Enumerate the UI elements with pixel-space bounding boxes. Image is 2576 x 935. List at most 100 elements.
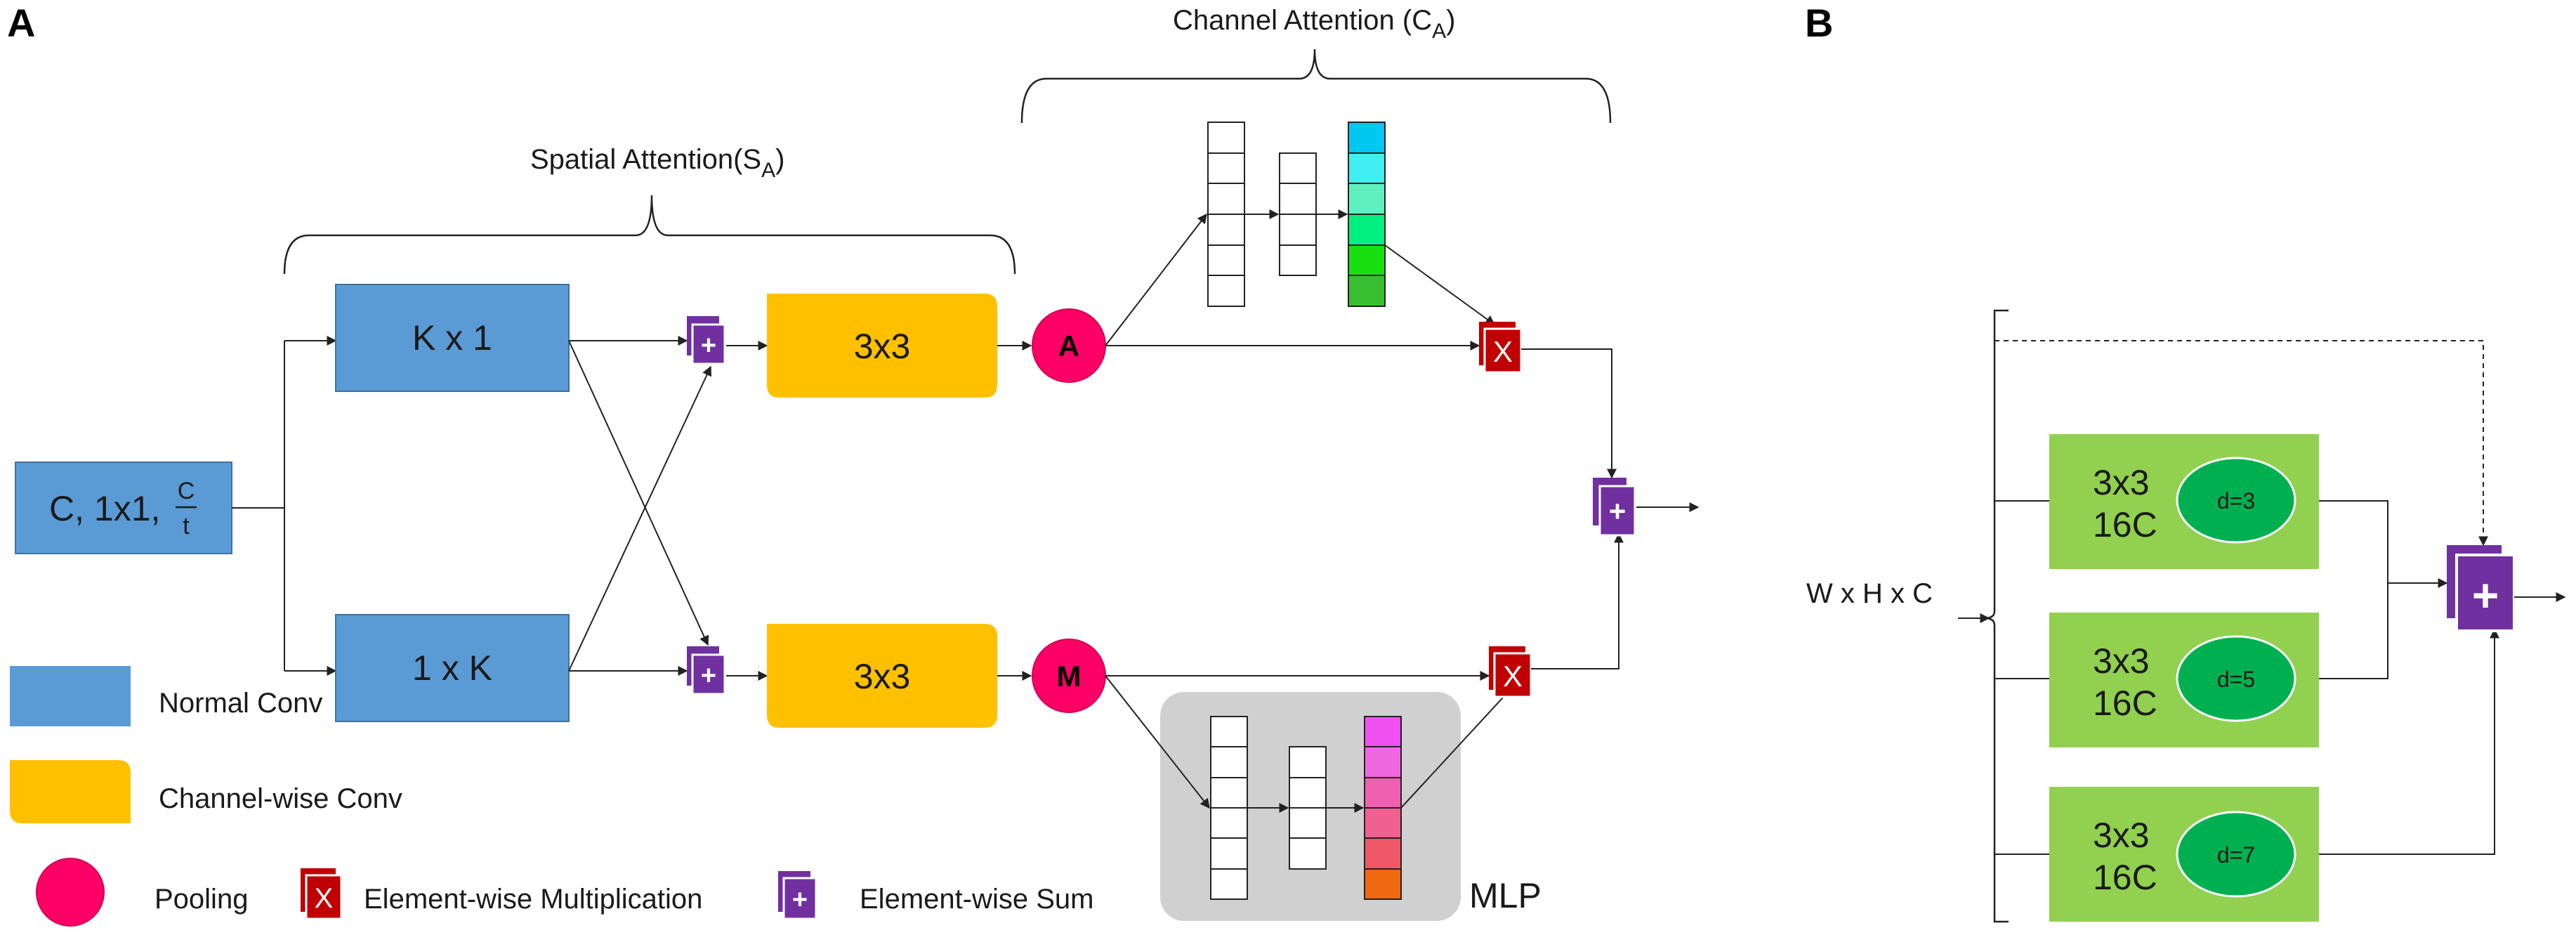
bottom-mlp-hidden-layer — [1289, 746, 1327, 870]
top-mlp-output-cell — [1348, 214, 1386, 246]
b-block-3-dilation-badge — [2176, 811, 2296, 898]
channel-attention-brace — [1020, 48, 1612, 124]
top-mlp-output-cell — [1348, 275, 1386, 307]
top-mlp-output-cell — [1348, 152, 1386, 184]
top-mlp — [1207, 122, 1386, 307]
conv-k1-label: K x 1 — [412, 318, 492, 358]
mlp-label: MLP — [1469, 876, 1542, 915]
bottom-mlp-output-cell — [1364, 746, 1402, 778]
sum-icon-final-symbol: + — [1609, 495, 1627, 528]
multiply-icon-top-symbol: X — [1493, 335, 1513, 368]
spatial-attention-title-sub: A — [761, 159, 775, 182]
sum-icon-bottom-symbol: + — [701, 661, 716, 691]
bottom-mlp — [1210, 716, 1402, 900]
b-block-2-dilation-badge — [2176, 635, 2296, 722]
b-input-label: W x H x C — [1806, 578, 1933, 609]
max-pooling-label: M — [1057, 660, 1082, 693]
channel-attention-title-main: Channel Attention (C — [1173, 5, 1432, 36]
b-wire-block3-to-sum — [2319, 628, 2499, 855]
multiply-icon-bottom-symbol: X — [1503, 660, 1523, 693]
max-pooling-circle: M — [1032, 639, 1106, 713]
top-mlp-hidden-layer — [1279, 152, 1317, 276]
b-block-2-dilation: d=5 — [2217, 667, 2255, 692]
b-sum-icon-symbol: + — [2472, 569, 2499, 621]
wire-max-to-mlp — [1105, 675, 1210, 809]
b-dilated-block-1: 3x3 16C d=3 — [2049, 434, 2319, 569]
bottom-mlp-output-cell — [1364, 716, 1402, 747]
bottom-mlp-output-cell — [1364, 868, 1402, 900]
wire-k1-cross — [568, 340, 709, 646]
legend-multiplication-symbol: X — [315, 883, 334, 914]
bottom-mlp-output-layer — [1364, 716, 1402, 900]
b-block-1-dilation: d=3 — [2217, 488, 2255, 514]
wire-mult-top-to-sum — [1521, 348, 1617, 479]
legend-sum-symbol: + — [792, 885, 808, 915]
bottom-mlp-input-layer — [1210, 716, 1248, 900]
legend-normal-conv-label: Normal Conv — [159, 688, 322, 719]
conv-k1-box: K x 1 — [335, 284, 570, 392]
conv-1k-label: 1 x K — [412, 648, 492, 688]
b-block-2-line1: 3x3 — [2093, 641, 2150, 681]
sum-icon-top-symbol: + — [701, 331, 716, 360]
top-mlp-output-cell — [1348, 122, 1386, 154]
channel-attention-title-close: ) — [1446, 5, 1455, 36]
input-conv-frac-num: C — [178, 478, 195, 504]
legend-sum-swatch: + — [778, 871, 817, 920]
sum-icon-final: + — [1593, 478, 1636, 537]
conv-1k-box: 1 x K — [335, 614, 570, 722]
panel-label-b: B — [1805, 1, 1833, 45]
b-wire-skip — [1995, 340, 2488, 547]
spatial-attention-brace — [283, 195, 1016, 275]
b-split-brace — [1984, 309, 2009, 923]
avg-pooling-circle: A — [1032, 308, 1106, 383]
bottom-mlp-output-cell — [1364, 837, 1402, 870]
wire-mlp-to-mult-top — [1384, 244, 1496, 325]
b-block-3-dilation: d=7 — [2217, 842, 2255, 868]
spatial-attention-title: Spatial Attention(SA) — [530, 144, 784, 182]
cw-conv-top-label: 3x3 — [854, 327, 911, 366]
legend-channel-wise-conv-swatch — [10, 760, 131, 823]
legend-multiplication-swatch: X — [301, 868, 343, 920]
legend-normal-conv-swatch — [10, 666, 131, 726]
multiply-icon-top: X — [1479, 322, 1523, 374]
b-block-1-dilation-badge — [2176, 457, 2296, 544]
wire-mult-bottom-to-sum — [1531, 532, 1624, 669]
wire-input-split — [232, 341, 285, 671]
legend-pooling-swatch — [36, 858, 105, 927]
b-sum-icon: + — [2447, 545, 2516, 632]
wire-avg-to-mlp — [1105, 213, 1207, 346]
channel-attention-title: Channel Attention (CA) — [1173, 5, 1455, 43]
input-conv-label: C, 1x1, — [49, 489, 160, 528]
cw-conv-bottom-label: 3x3 — [854, 657, 911, 696]
top-mlp-output-layer — [1348, 122, 1386, 307]
avg-pooling-label: A — [1058, 329, 1079, 362]
legend-channel-wise-conv-label: Channel-wise Conv — [159, 783, 402, 814]
top-mlp-output-cell — [1348, 183, 1386, 215]
spatial-attention-title-main: Spatial Attention(S — [530, 144, 761, 175]
bottom-mlp-output-cell — [1364, 807, 1402, 839]
sum-icon-bottom: + — [687, 646, 726, 695]
b-wire-merge — [2319, 500, 2447, 679]
legend: Normal Conv Channel-wise Conv Pooling X … — [10, 666, 1093, 927]
top-mlp-output-cell — [1348, 244, 1386, 276]
bottom-mlp-output-cell — [1364, 777, 1402, 809]
legend-sum-label: Element-wise Sum — [860, 884, 1093, 915]
input-conv-frac-den: t — [183, 513, 190, 540]
b-block-2-line2: 16C — [2093, 684, 2157, 723]
b-block-3-line2: 16C — [2093, 858, 2157, 897]
wire-mlp-to-mult-bottom — [1400, 687, 1512, 809]
channel-attention-title-sub: A — [1432, 20, 1446, 43]
wire-1k-cross — [568, 365, 712, 672]
sum-icon-top: + — [687, 316, 726, 365]
legend-pooling-label: Pooling — [155, 884, 248, 915]
b-block-1-line1: 3x3 — [2093, 463, 2150, 502]
legend-multiplication-label: Element-wise Multiplication — [364, 884, 702, 915]
cw-conv-bottom-box: 3x3 — [767, 624, 997, 728]
b-block-1-line2: 16C — [2093, 505, 2157, 544]
input-conv-box: C, 1x1, C t — [15, 462, 232, 554]
b-block-3-line1: 3x3 — [2093, 816, 2150, 855]
panel-label-a: A — [7, 1, 35, 45]
b-dilated-block-2: 3x3 16C d=5 — [2049, 613, 2319, 747]
multiply-icon-bottom: X — [1489, 646, 1532, 698]
